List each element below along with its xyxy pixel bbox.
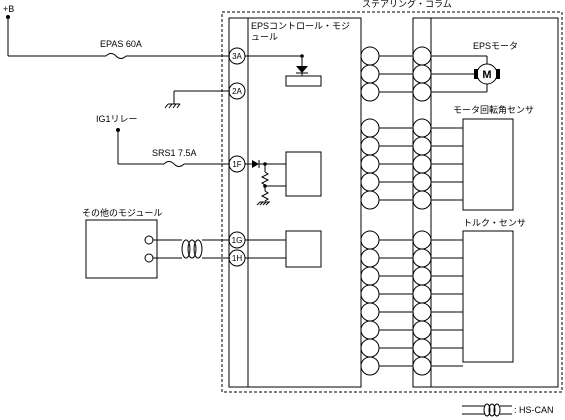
connector-icon xyxy=(412,172,432,192)
diode-icon xyxy=(296,66,308,74)
svg-text:3A: 3A xyxy=(232,52,242,61)
connector-icon xyxy=(412,320,432,340)
connector-icon xyxy=(412,302,432,322)
torque-sensor-label: トルク・センサ xyxy=(463,218,526,228)
ig1-relay-label: IG1リレー xyxy=(96,114,138,124)
connector-icon xyxy=(360,118,380,138)
steering-column-label: ステアリング・コラム xyxy=(362,0,452,9)
connector-icon xyxy=(360,46,380,66)
can-transceiver-block xyxy=(285,230,322,268)
svg-text:1F: 1F xyxy=(232,160,241,169)
connector-icon xyxy=(412,284,432,304)
connector-icon xyxy=(360,64,380,84)
connector-icon xyxy=(360,82,380,102)
connector-column-right xyxy=(412,46,432,376)
connector-icon xyxy=(412,154,432,174)
connector-icon xyxy=(412,248,432,268)
resistor-icon xyxy=(260,190,269,202)
svg-text:M: M xyxy=(482,69,491,81)
eps-control-module xyxy=(228,17,362,388)
other-modules-label: その他のモジュール xyxy=(82,207,162,218)
pin-1f: 1F xyxy=(228,155,246,173)
fuse-icon xyxy=(105,53,127,59)
connector-icon xyxy=(412,82,432,102)
connector-icon xyxy=(412,46,432,66)
connector-icon xyxy=(360,230,380,250)
fuse-srs1-label: SRS1 7.5A xyxy=(152,148,197,158)
eps-module-label-line1: EPSコントロール・モジ xyxy=(251,21,350,31)
connector-icon xyxy=(360,284,380,304)
diode-icon xyxy=(252,160,260,168)
motor-icon: M xyxy=(474,63,500,85)
twisted-pair-icon xyxy=(181,239,203,259)
connector-icon xyxy=(360,302,380,322)
svg-text:1G: 1G xyxy=(232,236,243,245)
svg-text:1H: 1H xyxy=(232,254,242,263)
legend-hscan: : HS-CAN xyxy=(462,403,554,417)
svg-text:2A: 2A xyxy=(232,87,242,96)
connector-icon xyxy=(144,253,154,263)
connector-icon xyxy=(412,356,432,376)
connector-icon xyxy=(360,248,380,268)
ground-icon xyxy=(164,103,181,109)
connector-icon xyxy=(360,320,380,340)
steering-column-boundary xyxy=(221,11,563,393)
connector-icon xyxy=(360,356,380,376)
power-stage-block xyxy=(285,75,322,87)
legend-hscan-label: : HS-CAN xyxy=(514,405,554,415)
connector-icon xyxy=(412,338,432,358)
torque-sensor xyxy=(462,230,514,363)
connector-icon xyxy=(412,136,432,156)
power-b-label: +B xyxy=(3,4,14,14)
connector-icon xyxy=(412,230,432,250)
resistor-icon xyxy=(260,171,270,186)
power-supply-block xyxy=(285,151,322,197)
connector-icon xyxy=(412,118,432,138)
motor-angle-sensor-label: モータ回転角センサ xyxy=(453,104,534,115)
connector-icon xyxy=(360,172,380,192)
connector-icon xyxy=(412,64,432,84)
connector-icon xyxy=(360,190,380,210)
eps-motor-label: EPSモータ xyxy=(473,41,518,51)
connector-icon xyxy=(360,136,380,156)
connector-column-left xyxy=(360,46,380,376)
ground-icon xyxy=(256,201,270,206)
pin-2a: 2A xyxy=(228,82,246,100)
motor-angle-sensor xyxy=(462,118,514,211)
connector-icon xyxy=(360,266,380,286)
pin-1g: 1G xyxy=(228,231,246,249)
connector-icon xyxy=(360,338,380,358)
eps-module-label-line2: ュール xyxy=(251,32,278,42)
fuse-icon xyxy=(163,161,185,167)
connector-icon xyxy=(412,190,432,210)
connector-icon xyxy=(360,154,380,174)
harness-wires xyxy=(379,55,463,367)
pin-3a: 3A xyxy=(228,47,246,65)
connector-icon xyxy=(144,235,154,245)
fuse-epas-label: EPAS 60A xyxy=(100,39,142,49)
connector-icon xyxy=(412,266,432,286)
other-modules-box xyxy=(85,219,158,279)
pin-1h: 1H xyxy=(228,249,246,267)
